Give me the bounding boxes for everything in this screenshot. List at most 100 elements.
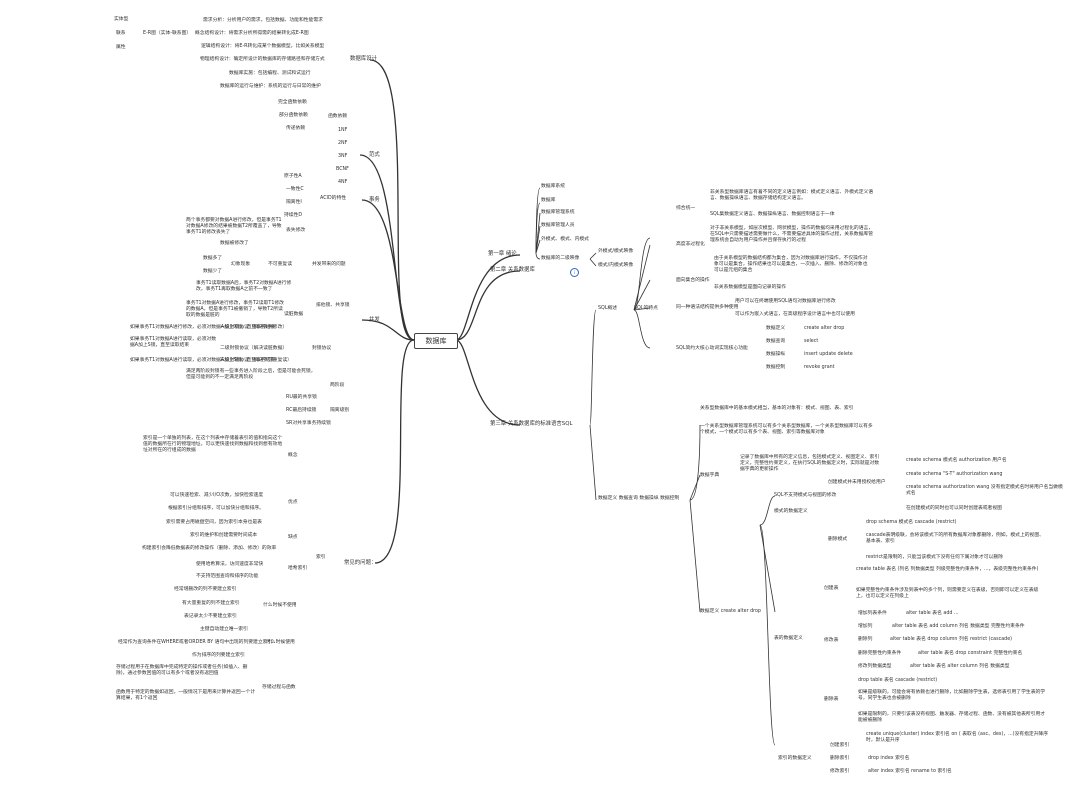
nf-form: 1NF bbox=[338, 128, 348, 133]
at-value: alter table 表名 drop constraint 完整性约束名 bbox=[918, 651, 1023, 656]
p1t: 如果事务T1对数据A进行修改，必须对数据A加上X锁，直至事务结束 bbox=[130, 325, 276, 330]
idx-value: alter index 索引名 rename to 索引名 bbox=[868, 769, 952, 774]
verb-value: revoke grant bbox=[804, 365, 835, 370]
design-step: 物理结构设计：确定所设计的数据库的存储路径和存储方式 bbox=[200, 57, 325, 62]
ch1-item: 数据库的二级映像 bbox=[541, 256, 580, 261]
p1: 一级封锁协议（解决丢失修改） bbox=[220, 325, 288, 330]
verb-label: 数据定义 bbox=[766, 326, 786, 331]
ch2-node[interactable]: 第二章 关系数据库 bbox=[490, 267, 535, 273]
protocol-node: 封锁协议 bbox=[312, 346, 332, 351]
at-value: alter table 表名 drop column 列名 restrict (… bbox=[890, 637, 1013, 642]
concurrency-node[interactable]: 并发 bbox=[369, 317, 380, 323]
ch1-mapping: 外模式/模式映像 bbox=[598, 249, 634, 254]
f4a: 用户可以在终端使用SQL语句对数据库进行修改 bbox=[735, 299, 836, 304]
iso-item: SR对共享事务持续锁 bbox=[286, 421, 331, 426]
root-node[interactable]: 数据库 bbox=[414, 333, 458, 349]
concept-text: 索引是一个单独的列表，在这个列表中存储着表引的值和指向这个值的数据所在行的物理地… bbox=[143, 436, 283, 453]
at-value: alter table 表名 add ... bbox=[906, 611, 959, 616]
hash-item: 不支持范围查询和排序的功能 bbox=[196, 574, 259, 579]
lock-node: 排他锁、共享锁 bbox=[316, 303, 350, 308]
cons-item: 索引需要占用磁盘空间，因为索引本身也是表 bbox=[166, 520, 262, 525]
sql-features[interactable]: SQL的特点 bbox=[634, 306, 658, 311]
verb-label: 数据查询 bbox=[766, 339, 786, 344]
ch3-node[interactable]: 第三章 关系数据库的标准语言SQL bbox=[490, 421, 573, 427]
design-step: 概念结构设计：将需求分析所得需的结果转化成E-R图 bbox=[195, 31, 309, 36]
ddl-node[interactable]: 数据定义 create alter drop bbox=[700, 609, 761, 614]
lost-node: 丢失修改 bbox=[286, 228, 306, 233]
phantom-node: 幻象现象 bbox=[231, 262, 251, 267]
er-node: E-R图（实体-联系图） bbox=[143, 31, 192, 36]
proc-item: 函数用于特定的数据如返回，一般情况下是用来计算并返回一个计算结果，有1个返回 bbox=[116, 690, 256, 701]
drop-schema: 删除模式 bbox=[828, 537, 848, 542]
ds3: restrict是限制的，只能当该模式下没有任何下属对象才可以删除 bbox=[866, 555, 1003, 560]
acid-item: 隔离性I bbox=[286, 200, 302, 205]
concept-node: 概念 bbox=[288, 453, 298, 458]
drop-table: 删除表 bbox=[824, 697, 839, 702]
dt2: 如果是级联的，可能会将有依赖也进行删除，比如删除学生表，选修表引用了学生表的学号… bbox=[858, 690, 1046, 701]
ch1-mapping: 模式/内模式映像 bbox=[598, 263, 634, 268]
when-not-item: 经常增删改的列不要建立索引 bbox=[174, 587, 237, 592]
when-yes-item: 作为排序的列要建立索引 bbox=[192, 653, 245, 658]
idx-value: create unique(cluster) index 索引名 on ( 表取… bbox=[866, 732, 1049, 743]
when-not-node: 什么时候不使用 bbox=[263, 603, 297, 608]
deadlock-node: 两阶段 bbox=[330, 383, 345, 388]
iso-item: RU最的共享锁 bbox=[286, 395, 317, 400]
at-label: 删除列 bbox=[858, 637, 873, 642]
ch1-item: 数据库系统 bbox=[541, 184, 565, 189]
at-value: alter table 表名 alter column 列名 数据类型 bbox=[910, 664, 1010, 669]
p2: 二级封锁协议（解决读脏数据） bbox=[220, 346, 288, 351]
ch1-node[interactable]: 第一章 绪论 bbox=[488, 251, 517, 257]
nf-form: BCNF bbox=[336, 167, 349, 172]
er-item: 实体型 bbox=[114, 17, 129, 22]
p3: 三级封锁协议（解决不可重复读） bbox=[220, 358, 292, 363]
unrepeat-text: 数据被修改了 bbox=[220, 241, 249, 246]
verb-value: select bbox=[804, 339, 819, 344]
acid-item: 持续性D bbox=[284, 213, 303, 218]
f1b: SQL集数据定义语言、数据操纵语言、数据控制语言于一体 bbox=[710, 212, 835, 217]
acid-item: 原子性A bbox=[284, 174, 302, 179]
table-node[interactable]: 表的数据定义 bbox=[774, 636, 803, 641]
when-yes-item: 经常作为查询条件在WHERE或者ORDER BY 语句中出现的列要建立索引 bbox=[118, 640, 273, 645]
deadlock-text: 满足两阶段封锁有一些事务进入阶段之后，但是可能会死锁，但是可能到的不一定满足两阶… bbox=[186, 369, 316, 380]
common-node[interactable]: 常见的问题： bbox=[344, 560, 377, 566]
f5: SQL简约大核心动词实现核心功能 bbox=[676, 346, 748, 351]
sql-overview[interactable]: SQL概述 bbox=[598, 306, 618, 311]
er-item: 联系 bbox=[116, 31, 126, 36]
pros-node: 优点 bbox=[288, 500, 298, 505]
cons-item: 索引的维护和创建需要时间成本 bbox=[190, 533, 258, 538]
info-icon[interactable]: i bbox=[570, 268, 579, 277]
cons-item: 构建索引会降低数据表的修改操作（删除、添加、修改）的效率 bbox=[142, 546, 277, 551]
cs2: create schema "S-T" authorization wang bbox=[906, 472, 1003, 477]
f1a: 非关系型数据库语言有着不同的定义语言例如：模式定义语言、外模式定义语言、数据操纵… bbox=[710, 190, 874, 201]
index-node[interactable]: 索引的数据定义 bbox=[778, 756, 812, 761]
create-table: 创建表 bbox=[824, 586, 839, 591]
design-node[interactable]: 数据库设计 bbox=[350, 56, 377, 62]
at-value: alter table 表名 add column 列名 数据类型 完整性约束条… bbox=[892, 624, 1025, 629]
nf-node[interactable]: 范式 bbox=[369, 152, 380, 158]
verb-value: create alter drop bbox=[804, 326, 845, 331]
design-step: 数据库实施：包括编程、测试和试运行 bbox=[229, 71, 311, 76]
at-label: 删除完整性约束条件 bbox=[858, 651, 902, 656]
acid-node: ACID的特性 bbox=[320, 196, 347, 201]
dep-item: 完全函数依赖 bbox=[278, 100, 307, 105]
dirty-text: 事务T1对数据A进行修改，事务T2读取T1修改的数据A，但是事务T1被撤销了，导… bbox=[186, 301, 284, 318]
tx-node[interactable]: 事务 bbox=[369, 197, 380, 203]
schema-node[interactable]: 模式的数据定义 bbox=[774, 509, 808, 514]
dt1: drop table 表名 cascade (restrict) bbox=[858, 678, 938, 683]
when-not-item: 表记录太少不要建立索引 bbox=[184, 614, 237, 619]
dirty-node: 读脏数据 bbox=[284, 312, 304, 317]
ct1: create table 表名 (列名 列数据类型 列级完整性约束条件，...，… bbox=[856, 567, 1039, 572]
cs1: create schema 模式名 authorization 用户名 bbox=[906, 458, 1007, 463]
schema-note: SQL不支持模式与视图的修改 bbox=[774, 493, 837, 498]
f1: 综合统一 bbox=[676, 206, 696, 211]
lost-text: 两个事务都要对数据A进行修改，但是事务T1对数据A修改的结果被数据T2所覆盖了，… bbox=[186, 218, 282, 235]
ds1: drop schema 模式名 cascade (restrict) bbox=[866, 520, 957, 525]
ddl-block[interactable]: 数据定义 数据查询 数据操纵 数据控制 bbox=[598, 496, 680, 501]
ch1-item: 数据库 bbox=[541, 198, 556, 203]
nf-form: 3NF bbox=[338, 154, 348, 159]
pros-item: 可以快速检索、减少I/O次数，加快检索速度 bbox=[170, 493, 264, 498]
d2: 一个关系型数据库管理系统可以有多个关系型数据库，一个关系型数据库可以有多个模式，… bbox=[700, 424, 873, 435]
ds2: cascade表明级联，会将该模式下的所有数据库对象都删除，例如，模式上的视图、… bbox=[866, 533, 1044, 544]
verb-label: 数据控制 bbox=[766, 365, 786, 370]
